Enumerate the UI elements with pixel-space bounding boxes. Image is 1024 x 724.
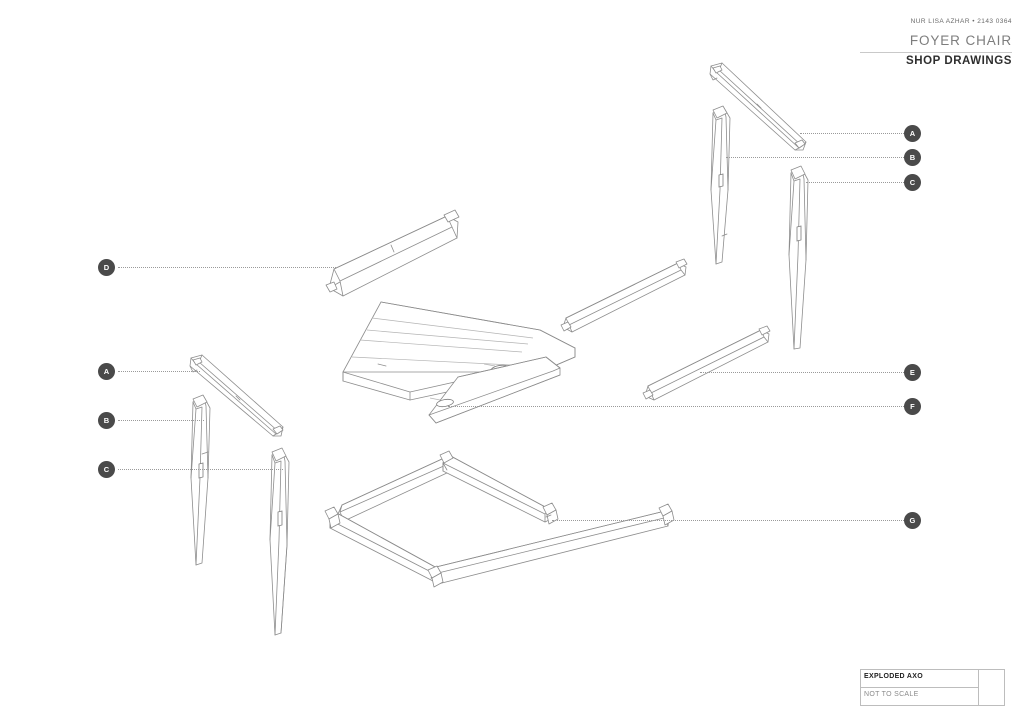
part-backrest-slat [325,209,460,297]
callout-right-f[interactable]: F [904,398,921,415]
title-block-drawing-name: EXPLODED AXO [864,673,923,680]
leader-line-left-a [118,371,200,372]
part-armrest-left [189,354,284,437]
callout-right-c[interactable]: C [904,174,921,191]
callout-left-a[interactable]: A [98,363,115,380]
title-block-row-divider [860,687,978,688]
part-leg-right-front [710,105,731,265]
callout-right-e[interactable]: E [904,364,921,381]
sheet-subtitle: SHOP DRAWINGS [906,55,1012,67]
part-base-frame [324,450,675,588]
leader-line-right-b [726,157,904,158]
title-block-column-divider [978,669,979,706]
leader-line-right-c [806,182,904,183]
callout-right-a[interactable]: A [904,125,921,142]
author-credit: NUR LISA AZHAR • 2143 0364 [910,18,1012,25]
title-block-scale: NOT TO SCALE [864,691,919,698]
leader-line-left-d [118,267,338,268]
part-stretcher-right [642,325,771,401]
header-divider [860,52,1012,53]
leader-line-right-e [700,372,904,373]
part-leg-left-rear [269,447,290,636]
leader-line-left-c [118,469,283,470]
callout-right-g[interactable]: G [904,512,921,529]
leader-line-left-b [118,420,204,421]
sheet-title: FOYER CHAIR [909,33,1012,48]
part-leg-left-front [190,394,211,566]
leader-line-right-f [448,406,904,407]
callout-left-c[interactable]: C [98,461,115,478]
callout-left-d[interactable]: D [98,259,115,276]
callout-left-b[interactable]: B [98,412,115,429]
callout-right-b[interactable]: B [904,149,921,166]
part-stretcher-upper [560,258,688,333]
leader-line-right-g [552,520,904,521]
part-armrest-right [709,62,807,151]
part-leg-right-rear [788,165,809,350]
leader-line-right-a [800,133,904,134]
